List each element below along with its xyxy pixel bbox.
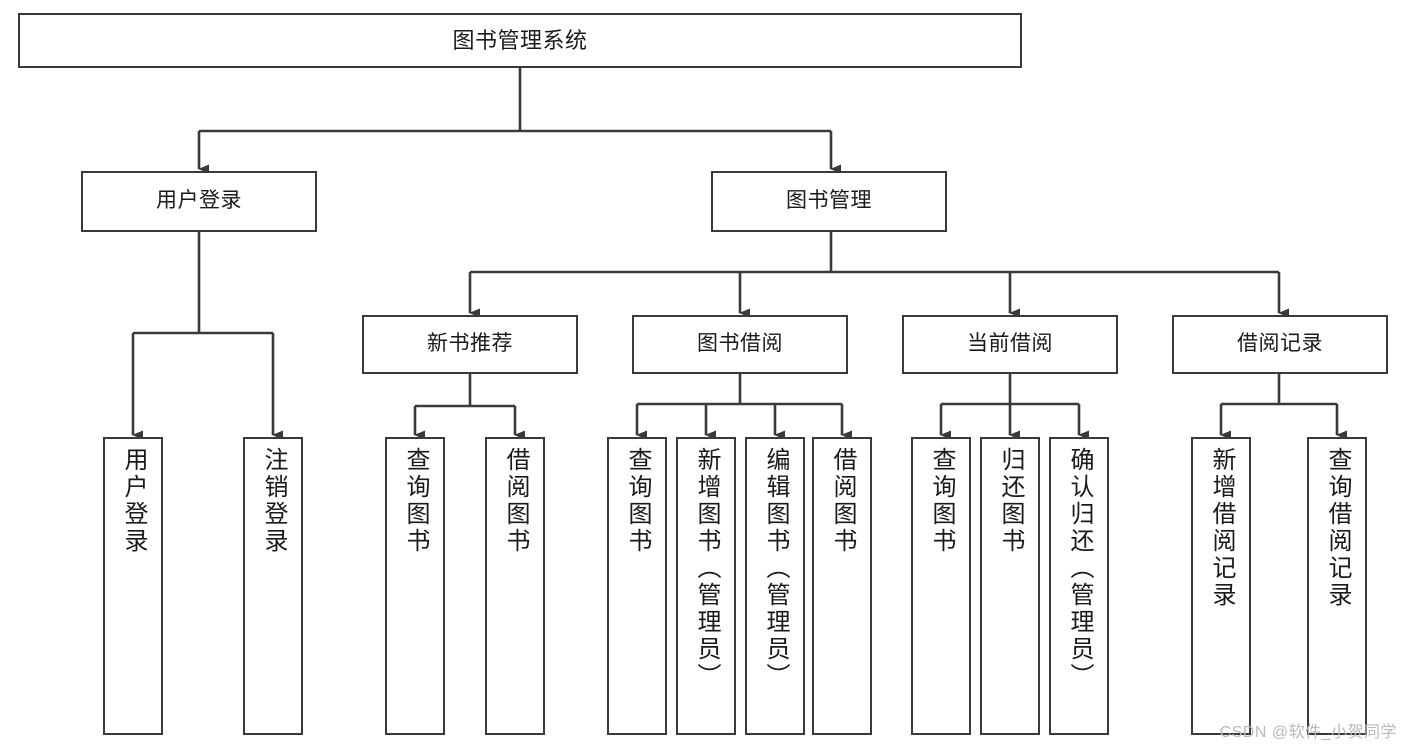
node-leaf-query-book-2[interactable]: 查询图书 [607,437,667,735]
node-leaf-add-record-label: 新增借阅记录 [1208,447,1235,609]
node-leaf-add-book-label: 新增图书（管理员） [693,447,720,690]
node-leaf-query-book-1-label: 查询图书 [402,447,429,555]
node-leaf-query-book-1[interactable]: 查询图书 [385,437,445,735]
node-new-book-recommend[interactable]: 新书推荐 [362,315,578,374]
node-book-manage[interactable]: 图书管理 [711,171,947,232]
node-leaf-borrow-book-2[interactable]: 借阅图书 [812,437,872,735]
node-user-login[interactable]: 用户登录 [81,171,317,232]
node-root-system-label: 图书管理系统 [452,27,588,53]
node-new-book-recommend-label: 新书推荐 [427,332,513,356]
node-leaf-confirm-return[interactable]: 确认归还（管理员） [1049,437,1109,735]
node-book-borrow-label: 图书借阅 [697,332,783,356]
node-leaf-logout-login[interactable]: 注销登录 [243,437,303,735]
node-borrow-record-label: 借阅记录 [1237,332,1323,356]
node-leaf-return-book-label: 归还图书 [997,447,1024,555]
node-current-borrow-label: 当前借阅 [967,332,1053,356]
node-current-borrow[interactable]: 当前借阅 [902,315,1118,374]
node-book-borrow[interactable]: 图书借阅 [632,315,848,374]
node-leaf-query-book-3[interactable]: 查询图书 [911,437,971,735]
node-leaf-query-book-3-label: 查询图书 [928,447,955,555]
node-leaf-borrow-book-1-label: 借阅图书 [502,447,529,555]
node-borrow-record[interactable]: 借阅记录 [1172,315,1388,374]
node-leaf-user-login-label: 用户登录 [120,447,147,555]
node-leaf-query-record-label: 查询借阅记录 [1324,447,1351,609]
node-root-system[interactable]: 图书管理系统 [18,13,1022,68]
node-leaf-query-record[interactable]: 查询借阅记录 [1307,437,1367,735]
node-leaf-add-record[interactable]: 新增借阅记录 [1191,437,1251,735]
node-leaf-add-book[interactable]: 新增图书（管理员） [676,437,736,735]
node-book-manage-label: 图书管理 [786,189,872,213]
node-leaf-edit-book-label: 编辑图书（管理员） [762,447,789,690]
node-leaf-logout-login-label: 注销登录 [260,447,287,555]
node-leaf-borrow-book-1[interactable]: 借阅图书 [485,437,545,735]
node-leaf-edit-book[interactable]: 编辑图书（管理员） [745,437,805,735]
node-leaf-borrow-book-2-label: 借阅图书 [829,447,856,555]
node-leaf-user-login[interactable]: 用户登录 [103,437,163,735]
node-user-login-label: 用户登录 [156,189,242,213]
node-leaf-return-book[interactable]: 归还图书 [980,437,1040,735]
node-leaf-confirm-return-label: 确认归还（管理员） [1066,447,1093,690]
node-leaf-query-book-2-label: 查询图书 [624,447,651,555]
